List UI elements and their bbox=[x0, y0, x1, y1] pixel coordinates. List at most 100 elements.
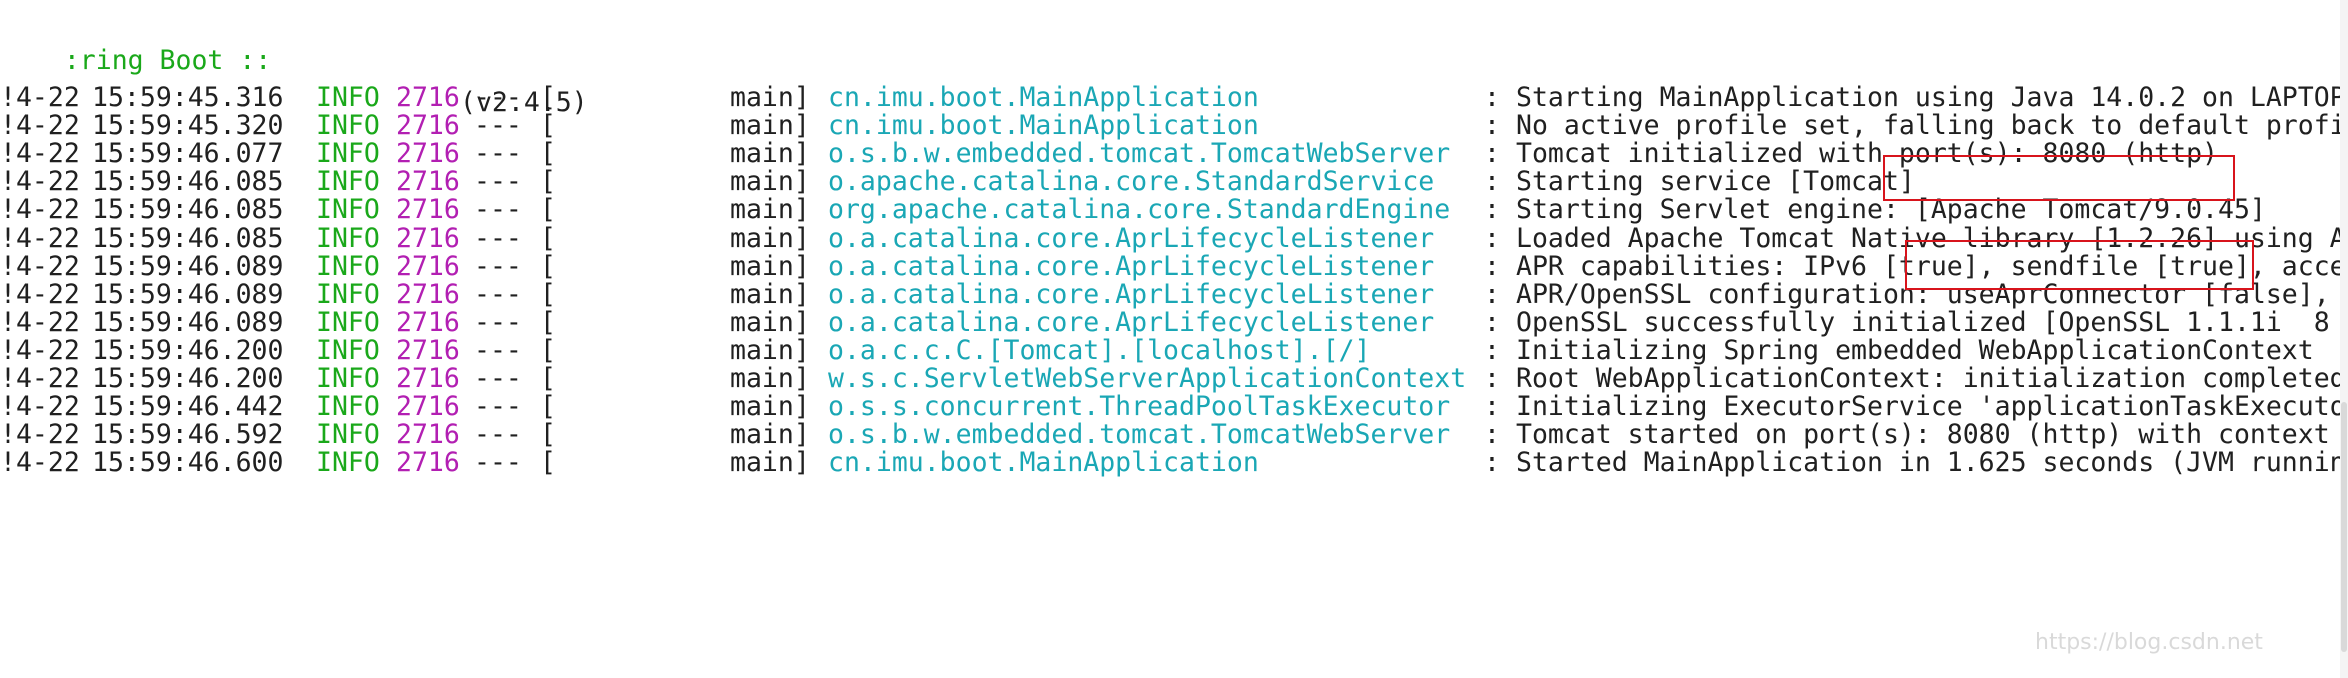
log-date: !4-22 bbox=[0, 110, 80, 142]
log-colon: : bbox=[1484, 334, 1500, 366]
log-message: Initializing ExecutorService 'applicatio… bbox=[1516, 391, 2340, 423]
log-date: !4-22 bbox=[0, 82, 80, 113]
log-separator: --- bbox=[474, 222, 522, 254]
log-time: 15:59:46.077 bbox=[92, 138, 284, 170]
log-colon: : bbox=[1484, 166, 1500, 198]
log-thread: main] bbox=[730, 222, 810, 254]
log-date: !4-22 bbox=[0, 391, 80, 423]
log-thread: main] bbox=[730, 391, 810, 423]
log-date: !4-22 bbox=[0, 447, 80, 479]
log-message: OpenSSL successfully initialized [OpenSS… bbox=[1516, 306, 2330, 338]
log-colon: : bbox=[1484, 82, 1500, 113]
log-time: 15:59:46.592 bbox=[92, 419, 284, 451]
log-level: INFO bbox=[316, 306, 380, 338]
log-colon: : bbox=[1484, 363, 1500, 394]
log-thread-bracket: [ bbox=[540, 110, 556, 142]
log-time: 15:59:46.085 bbox=[92, 166, 284, 198]
log-logger: cn.imu.boot.MainApplication bbox=[828, 82, 1259, 113]
log-logger: o.a.catalina.core.AprLifecycleListener bbox=[828, 250, 1435, 282]
log-thread: main] bbox=[730, 194, 810, 226]
log-separator: --- bbox=[474, 334, 522, 366]
log-date: !4-22 bbox=[0, 166, 80, 198]
log-thread-bracket: [ bbox=[540, 306, 556, 338]
log-logger: o.s.s.concurrent.ThreadPoolTaskExecutor bbox=[828, 391, 1451, 423]
log-thread-bracket: [ bbox=[540, 222, 556, 254]
log-colon: : bbox=[1484, 391, 1500, 423]
log-colon: : bbox=[1484, 250, 1500, 282]
log-time: 15:59:46.089 bbox=[92, 306, 284, 338]
log-separator: --- bbox=[474, 419, 522, 451]
log-separator: --- bbox=[474, 250, 522, 282]
log-level: INFO bbox=[316, 250, 380, 282]
log-time: 15:59:46.442 bbox=[92, 391, 284, 423]
log-logger: o.a.catalina.core.AprLifecycleListener bbox=[828, 222, 1435, 254]
log-pid: 2716 bbox=[396, 138, 460, 170]
log-pid: 2716 bbox=[396, 166, 460, 198]
log-level: INFO bbox=[316, 334, 380, 366]
log-logger: o.a.catalina.core.AprLifecycleListener bbox=[828, 306, 1435, 338]
log-message: APR capabilities: IPv6 [true], sendfile … bbox=[1516, 250, 2340, 282]
log-message: APR/OpenSSL configuration: useAprConnect… bbox=[1516, 278, 2330, 310]
log-message: Tomcat initialized with port(s): 8080 (h… bbox=[1516, 138, 2218, 170]
log-level: INFO bbox=[316, 363, 380, 394]
log-colon: : bbox=[1484, 278, 1500, 310]
log-pid: 2716 bbox=[396, 447, 460, 479]
log-thread: main] bbox=[730, 334, 810, 366]
log-pid: 2716 bbox=[396, 391, 460, 423]
log-pid: 2716 bbox=[396, 334, 460, 366]
log-message: Started MainApplication in 1.625 seconds… bbox=[1516, 447, 2340, 479]
log-pid: 2716 bbox=[396, 363, 460, 394]
log-thread: main] bbox=[730, 110, 810, 142]
log-separator: --- bbox=[474, 391, 522, 423]
log-separator: --- bbox=[474, 82, 522, 113]
log-separator: --- bbox=[474, 138, 522, 170]
log-level: INFO bbox=[316, 447, 380, 479]
log-date: !4-22 bbox=[0, 138, 80, 170]
log-thread: main] bbox=[730, 138, 810, 170]
log-message: Root WebApplicationContext: initializati… bbox=[1516, 363, 2340, 394]
log-time: 15:59:45.320 bbox=[92, 110, 284, 142]
log-pid: 2716 bbox=[396, 110, 460, 142]
log-pid: 2716 bbox=[396, 222, 460, 254]
log-colon: : bbox=[1484, 447, 1500, 479]
log-time: 15:59:46.085 bbox=[92, 194, 284, 226]
log-time: 15:59:45.316 bbox=[92, 82, 284, 113]
log-pid: 2716 bbox=[396, 194, 460, 226]
log-pid: 2716 bbox=[396, 278, 460, 310]
log-separator: --- bbox=[474, 447, 522, 479]
log-date: !4-22 bbox=[0, 306, 80, 338]
log-pid: 2716 bbox=[396, 306, 460, 338]
log-level: INFO bbox=[316, 278, 380, 310]
log-time: 15:59:46.089 bbox=[92, 278, 284, 310]
log-logger: w.s.c.ServletWebServerApplicationContext bbox=[828, 363, 1467, 394]
log-message: No active profile set, falling back to d… bbox=[1516, 110, 2340, 142]
log-logger: o.s.b.w.embedded.tomcat.TomcatWebServer bbox=[828, 138, 1451, 170]
log-pid: 2716 bbox=[396, 419, 460, 451]
log-logger: o.a.c.c.C.[Tomcat].[localhost].[/] bbox=[828, 334, 1371, 366]
log-thread-bracket: [ bbox=[540, 250, 556, 282]
log-thread: main] bbox=[730, 166, 810, 198]
log-separator: --- bbox=[474, 306, 522, 338]
log-colon: : bbox=[1484, 194, 1500, 226]
log-thread: main] bbox=[730, 363, 810, 394]
scrollbar-thumb[interactable] bbox=[2341, 402, 2347, 652]
log-thread-bracket: [ bbox=[540, 334, 556, 366]
banner-brand: :ring Boot :: bbox=[63, 45, 272, 76]
log-thread-bracket: [ bbox=[540, 278, 556, 310]
log-colon: : bbox=[1484, 110, 1500, 142]
log-level: INFO bbox=[316, 222, 380, 254]
log-time: 15:59:46.600 bbox=[92, 447, 284, 479]
log-message: Starting service [Tomcat] bbox=[1516, 166, 1915, 198]
log-time: 15:59:46.200 bbox=[92, 363, 284, 394]
vertical-scrollbar[interactable] bbox=[2340, 0, 2348, 678]
log-message: Starting MainApplication using Java 14.0… bbox=[1516, 82, 2340, 113]
log-thread: main] bbox=[730, 82, 810, 113]
log-pid: 2716 bbox=[396, 250, 460, 282]
log-date: !4-22 bbox=[0, 194, 80, 226]
log-thread: main] bbox=[730, 447, 810, 479]
log-colon: : bbox=[1484, 419, 1500, 451]
log-thread: main] bbox=[730, 250, 810, 282]
log-thread-bracket: [ bbox=[540, 447, 556, 479]
log-separator: --- bbox=[474, 363, 522, 394]
